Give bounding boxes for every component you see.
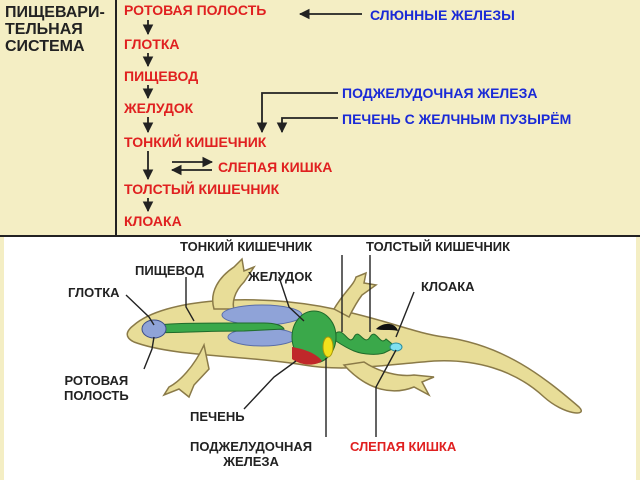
label-stomach: ЖЕЛУДОК bbox=[248, 269, 313, 284]
label-large-intestine: ТОЛСТЫЙ КИШЕЧНИК bbox=[366, 239, 511, 254]
lizard-illustration bbox=[125, 255, 582, 437]
label-esophagus: ПИЩЕВОД bbox=[135, 263, 204, 278]
pancreas-shape bbox=[322, 336, 334, 358]
leader-lines bbox=[125, 255, 415, 437]
label-pharynx: ГЛОТКА bbox=[68, 285, 120, 300]
chain-stomach: ЖЕЛУДОК bbox=[124, 100, 194, 116]
chain-cloaca: КЛОАКА bbox=[124, 213, 182, 229]
system-title: ПИЩЕВАРИ- ТЕЛЬНАЯ СИСТЕМА bbox=[5, 4, 105, 55]
side-liver: ПЕЧЕНЬ С ЖЕЛЧНЫМ ПУЗЫРЁМ bbox=[342, 111, 572, 127]
cloaca-shape bbox=[376, 323, 398, 331]
label-cecum: СЛЕПАЯ КИШКА bbox=[350, 439, 457, 454]
label-pancreas: ПОДЖЕЛУДОЧНАЯ ЖЕЛЕЗА bbox=[190, 439, 313, 469]
side-salivary-glands: СЛЮННЫЕ ЖЕЛЕЗЫ bbox=[370, 7, 515, 23]
liver-shape bbox=[292, 347, 322, 365]
label-small-intestine: ТОНКИЙ КИШЕЧНИК bbox=[180, 239, 313, 254]
side-pancreas: ПОДЖЕЛУДОЧНАЯ ЖЕЛЕЗА bbox=[342, 85, 538, 101]
chain-esophagus: ПИЩЕВОД bbox=[124, 68, 199, 84]
chain-small-intestine: ТОНКИЙ КИШЕЧНИК bbox=[124, 134, 267, 150]
chain-mouth: РОТОВАЯ ПОЛОСТЬ bbox=[124, 2, 267, 18]
digestive-scheme-panel: ПИЩЕВАРИ- ТЕЛЬНАЯ СИСТЕМА РОТОВАЯ ПОЛОСТ… bbox=[0, 0, 640, 235]
chain-large-intestine: ТОЛСТЫЙ КИШЕЧНИК bbox=[124, 181, 280, 197]
label-liver: ПЕЧЕНЬ bbox=[190, 409, 245, 424]
scheme-arrows bbox=[142, 8, 362, 213]
lizard-anatomy-panel: ТОНКИЙ КИШЕЧНИК ТОЛСТЫЙ КИШЕЧНИК ПИЩЕВОД… bbox=[4, 237, 636, 480]
divider-vertical bbox=[115, 0, 117, 235]
label-cloaca: КЛОАКА bbox=[421, 279, 475, 294]
pharynx-shape bbox=[141, 319, 167, 339]
label-mouth: РОТОВАЯ ПОЛОСТЬ bbox=[64, 373, 129, 403]
chain-pharynx: ГЛОТКА bbox=[124, 36, 180, 52]
cecum-shape bbox=[389, 342, 403, 352]
divider-horizontal bbox=[0, 235, 640, 237]
side-cecum: СЛЕПАЯ КИШКА bbox=[218, 159, 333, 175]
